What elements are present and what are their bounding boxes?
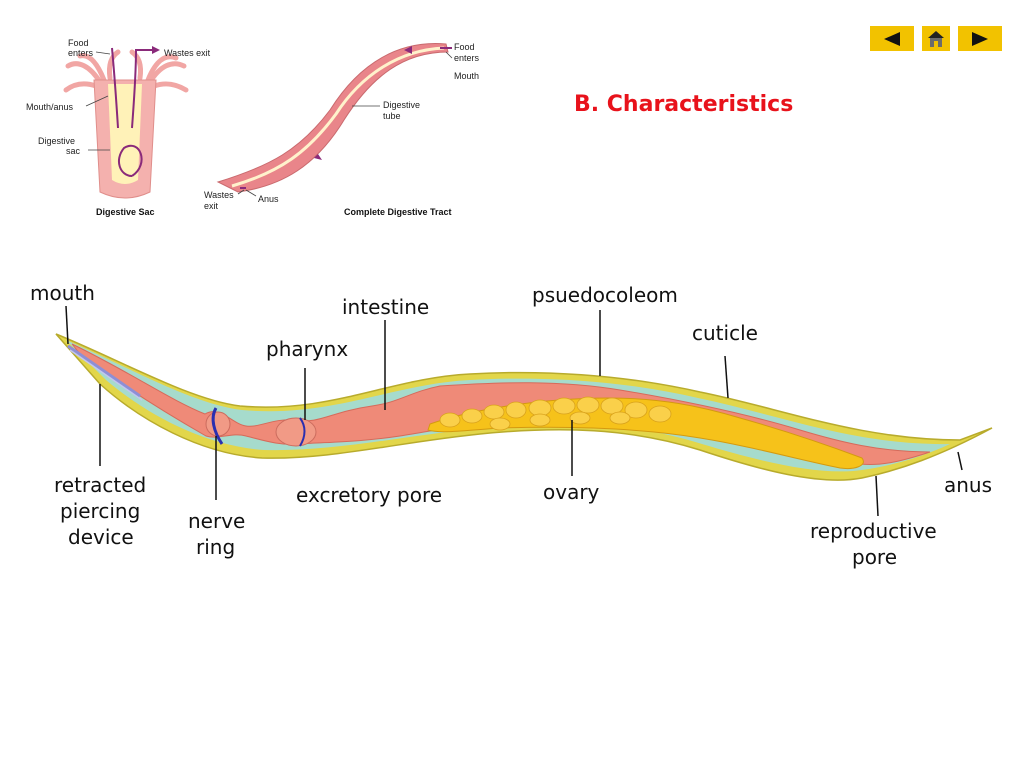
label-excretory-pore: excretory pore — [296, 483, 442, 507]
tract-tube-label-1: Digestive — [383, 100, 420, 110]
label-reproductive-pore-2: pore — [852, 545, 897, 569]
label-intestine: intestine — [342, 295, 429, 319]
slide-navigation — [870, 26, 1002, 51]
hydra-tentacles — [63, 49, 189, 93]
forward-button[interactable] — [958, 26, 1002, 51]
tract-anus-label: Anus — [258, 194, 279, 204]
tract-tube-label-2: tube — [383, 111, 401, 121]
sac-caption: Digestive Sac — [96, 207, 155, 217]
label-nerve-ring-2: ring — [196, 535, 235, 559]
triangle-right-icon — [972, 31, 988, 46]
label-retracted-3: device — [68, 525, 134, 549]
label-retracted-2: piercing — [60, 499, 140, 523]
sac-digestive-label-2: sac — [66, 146, 81, 156]
label-reproductive-pore-1: reproductive — [810, 519, 937, 543]
ovary-eggs — [439, 396, 672, 431]
worm-nerve-ring — [211, 407, 224, 445]
label-ovary: ovary — [543, 480, 600, 504]
label-nerve-ring-1: nerve — [188, 509, 245, 533]
home-icon — [928, 30, 944, 47]
label-pharynx: pharynx — [266, 337, 348, 361]
sac-digestive-label-1: Digestive — [38, 136, 75, 146]
label-cuticle: cuticle — [692, 321, 758, 345]
tract-tube — [231, 46, 445, 188]
triangle-left-icon — [884, 31, 900, 46]
home-button[interactable] — [922, 26, 950, 51]
sac-food-label-2: enters — [68, 48, 94, 58]
digestive-sac-figure: Food enters Wastes exit Mouth/anus Diges… — [26, 38, 211, 217]
tract-food-label-1: Food — [454, 42, 475, 52]
sac-food-label-1: Food — [68, 38, 89, 48]
tract-wastes-label-1: Wastes — [204, 190, 234, 200]
worm-piercing-device — [67, 344, 141, 398]
hydra-gut — [108, 84, 142, 184]
tract-food-label-2: enters — [454, 53, 480, 63]
label-retracted-1: retracted — [54, 473, 146, 497]
complete-tract-figure: Food enters Mouth Digestive tube Wastes … — [204, 42, 480, 217]
tract-caption: Complete Digestive Tract — [344, 207, 452, 217]
label-mouth: mouth — [30, 281, 95, 305]
slide-heading: B. Characteristics — [574, 92, 794, 117]
label-psuedocoleom: psuedocoleom — [532, 283, 678, 307]
tract-mouth-label: Mouth — [454, 71, 479, 81]
sac-wastes-label: Wastes exit — [164, 48, 211, 58]
sac-mouth-anus-label: Mouth/anus — [26, 102, 74, 112]
roundworm-figure: mouth intestine pharynx psuedocoleom cut… — [30, 281, 993, 569]
back-button[interactable] — [870, 26, 914, 51]
tract-wastes-label-2: exit — [204, 201, 219, 211]
label-anus: anus — [944, 473, 992, 497]
leader-lines — [65, 305, 963, 517]
